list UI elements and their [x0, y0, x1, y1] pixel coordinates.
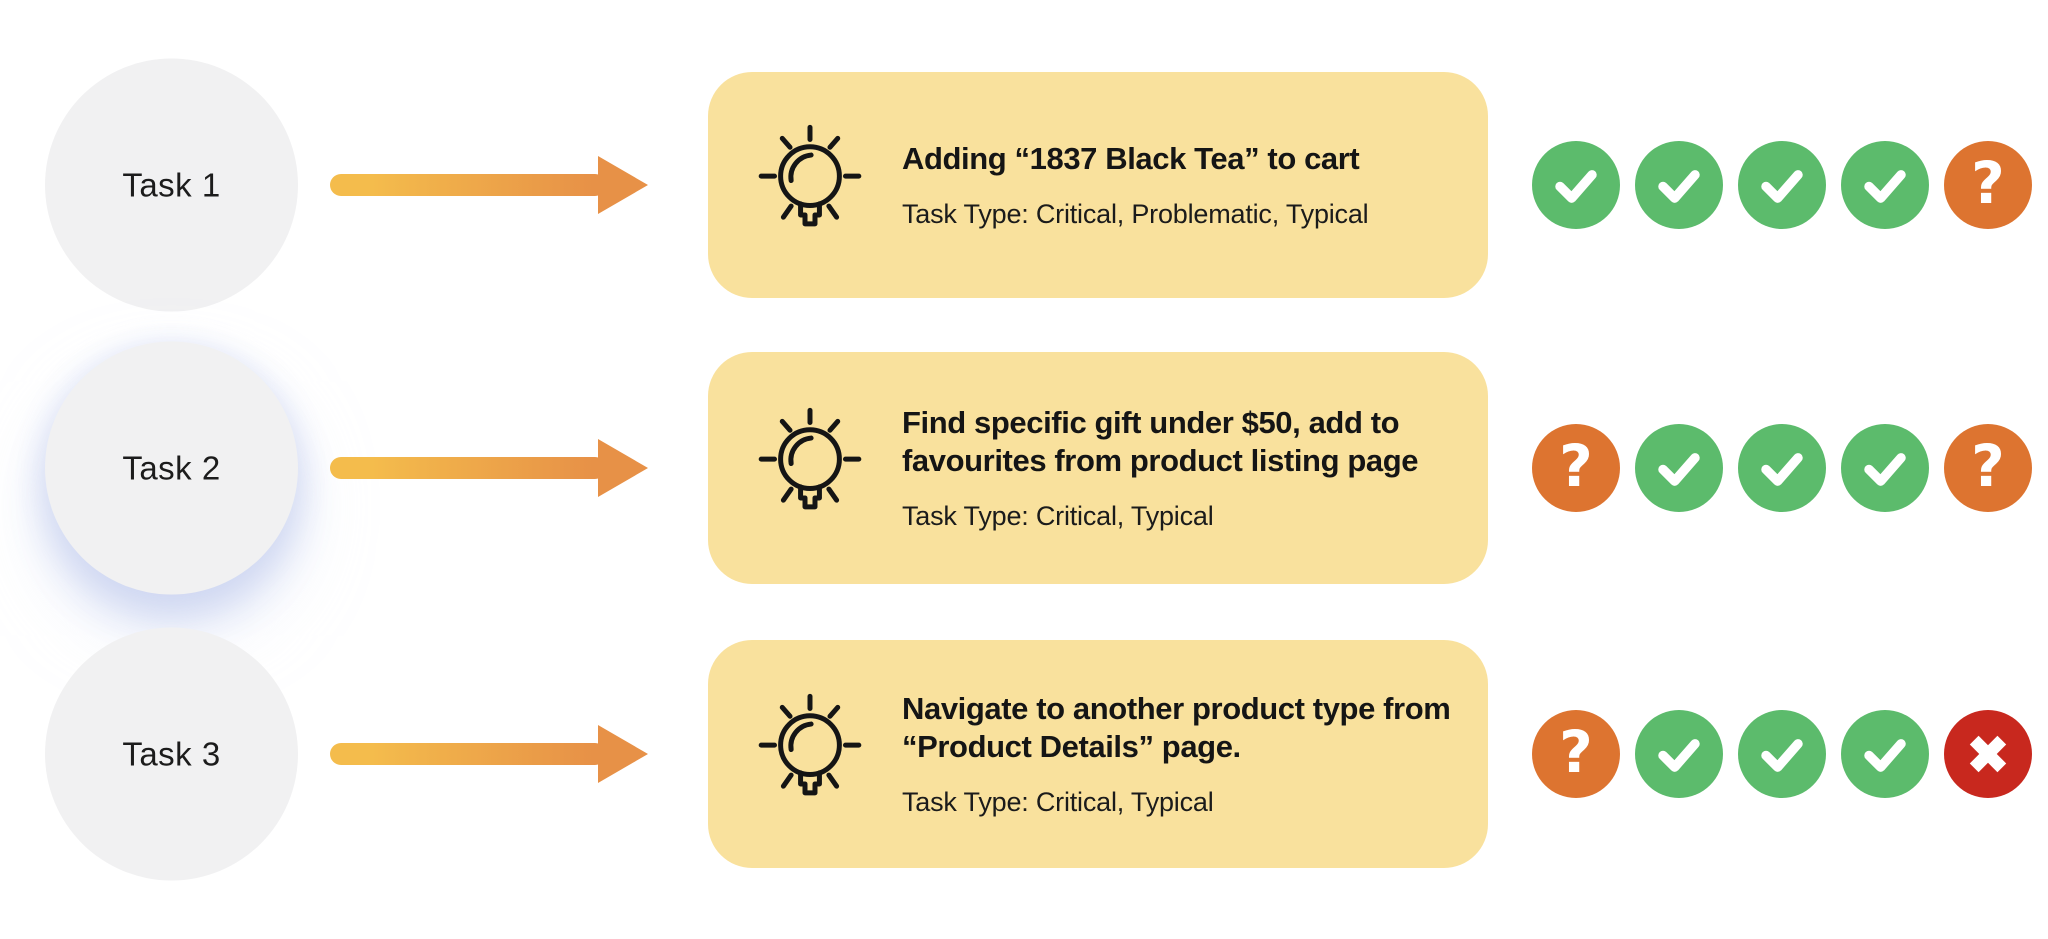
task-card: Find specific gift under $50, add to fav…	[708, 352, 1488, 584]
task-type: Task Type: Critical, Typical	[902, 500, 1214, 531]
arrow-shaft	[330, 174, 606, 196]
check-icon	[1841, 141, 1929, 229]
arrow-right-icon	[330, 155, 648, 215]
question-icon: ?	[1532, 710, 1620, 798]
task-row: Task 3 Navigate to another product type …	[0, 627, 2048, 881]
task-card: Adding “1837 Black Tea” to cart Task Typ…	[708, 72, 1488, 298]
task-label: Task 3	[122, 735, 221, 772]
check-icon	[1738, 424, 1826, 512]
task-type: Task Type: Critical, Problematic, Typica…	[902, 198, 1369, 229]
status-icons: ? ?	[1532, 424, 2032, 512]
task-label: Task 2	[122, 449, 221, 486]
status-icons: ?	[1532, 141, 2032, 229]
check-icon	[1738, 141, 1826, 229]
arrow-head	[598, 725, 648, 783]
check-icon	[1841, 710, 1929, 798]
task-title: Adding “1837 Black Tea” to cart	[902, 141, 1360, 177]
card-text: Navigate to another product type from “P…	[902, 690, 1464, 818]
arrow-shaft	[330, 457, 606, 479]
lightbulb-icon	[758, 124, 862, 227]
arrow-head	[598, 156, 648, 214]
task-card: Navigate to another product type from “P…	[708, 640, 1488, 868]
lightbulb-icon	[758, 693, 862, 796]
card-text: Find specific gift under $50, add to fav…	[902, 404, 1464, 532]
task-row: Task 2 Find specific gift under $50, add…	[0, 341, 2048, 595]
cross-icon	[1944, 710, 2032, 798]
question-icon: ?	[1532, 424, 1620, 512]
question-icon: ?	[1944, 424, 2032, 512]
check-icon	[1738, 710, 1826, 798]
status-icons: ?	[1532, 710, 2032, 798]
task-title: Find specific gift under $50, add to fav…	[902, 405, 1419, 478]
arrow-head	[598, 439, 648, 497]
check-icon	[1635, 710, 1723, 798]
check-icon	[1841, 424, 1929, 512]
question-icon: ?	[1944, 141, 2032, 229]
arrow-shaft	[330, 743, 606, 765]
arrow-right-icon	[330, 438, 648, 498]
card-text: Adding “1837 Black Tea” to cart Task Typ…	[902, 140, 1369, 230]
check-icon	[1635, 424, 1723, 512]
task-circle: Task 3	[45, 627, 298, 881]
task-row: Task 1 Adding “1837 Black Tea” to cart	[0, 58, 2048, 312]
task-circle: Task 1	[45, 58, 298, 312]
check-icon	[1635, 141, 1723, 229]
task-type: Task Type: Critical, Typical	[902, 786, 1214, 817]
arrow-right-icon	[330, 724, 648, 784]
lightbulb-icon	[758, 407, 862, 510]
task-title: Navigate to another product type from “P…	[902, 691, 1451, 764]
check-icon	[1532, 141, 1620, 229]
task-circle: Task 2	[45, 341, 298, 595]
task-label: Task 1	[122, 166, 221, 203]
